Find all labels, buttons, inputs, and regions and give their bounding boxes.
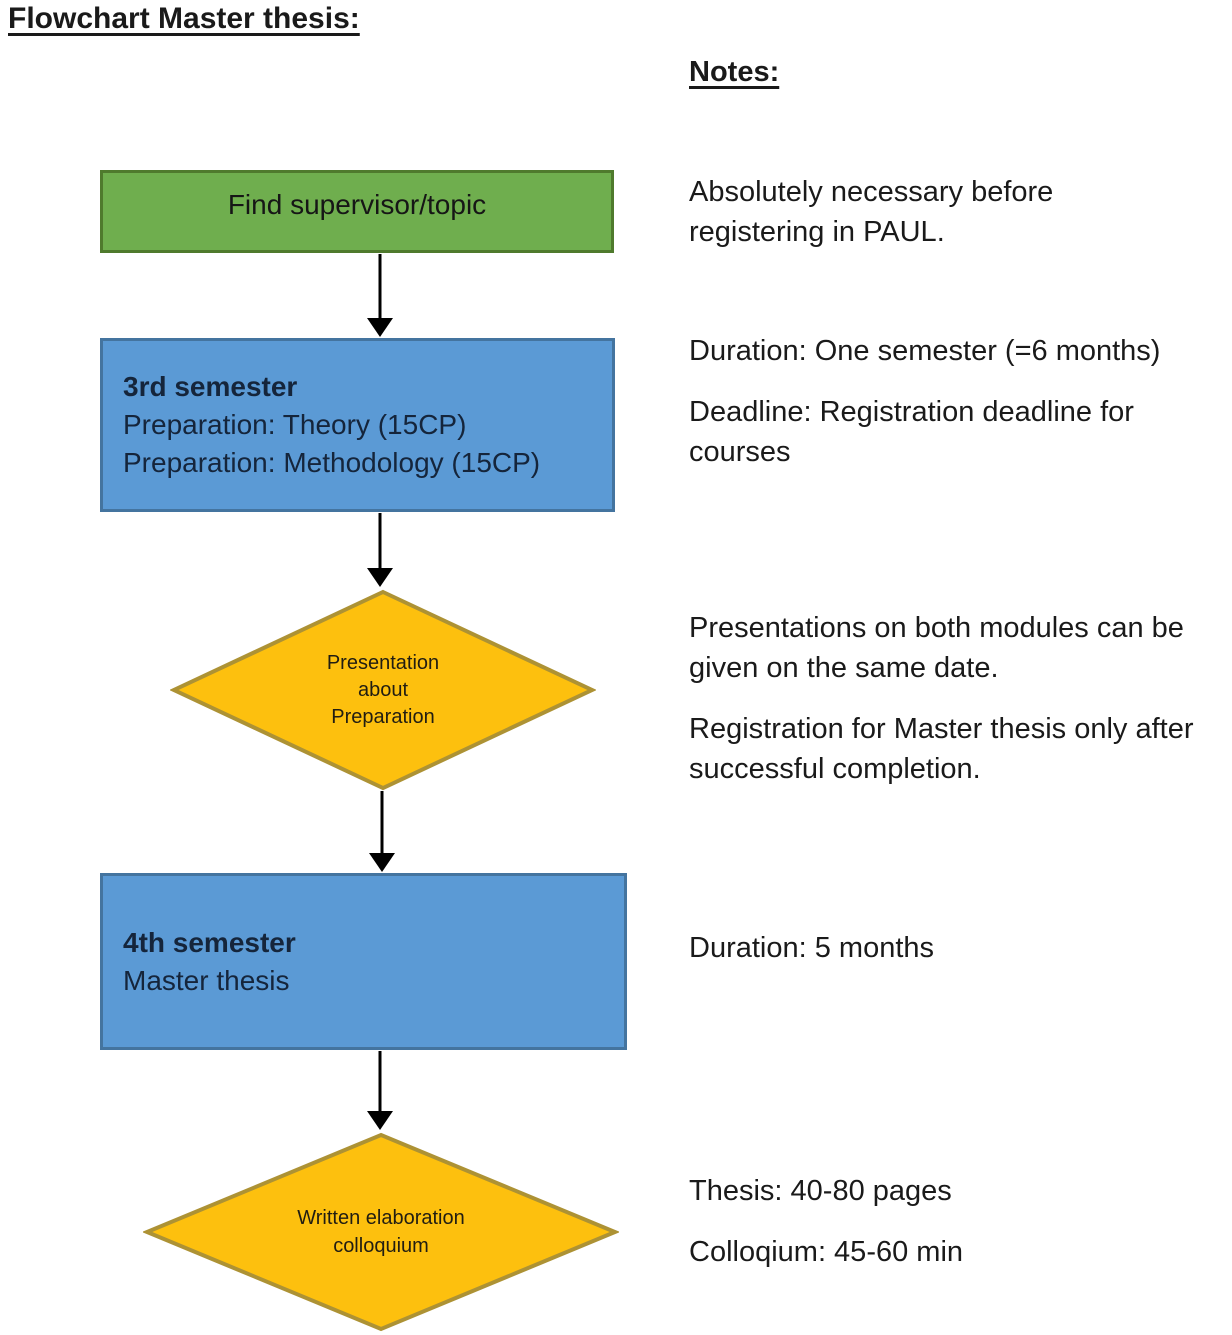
note-4th-semester: Duration: 5 months [689, 928, 1232, 968]
page-title: Flowchart Master thesis: [8, 2, 360, 35]
flow-step-3rd-semester: 3rd semester Preparation: Theory (15CP) … [100, 338, 615, 512]
flow-step-heading: 4th semester [123, 926, 296, 958]
diamond-shape [170, 589, 596, 791]
note-paragraph: Duration: 5 months [689, 932, 935, 964]
flow-arrow-1 [367, 254, 393, 337]
flow-step-line: Preparation: Methodology (15CP) [123, 447, 541, 478]
arrow-head-icon [369, 853, 395, 872]
flow-arrow-3 [369, 791, 395, 872]
arrow-shaft [378, 513, 382, 572]
diamond-shape [143, 1132, 619, 1332]
note-paragraph: Presentations on both modules can be giv… [689, 612, 1184, 684]
arrow-head-icon [367, 568, 393, 587]
flow-step-label: Find supervisor/topic [227, 188, 487, 220]
flow-arrow-4 [367, 1051, 393, 1130]
flow-decision-colloquium [143, 1132, 619, 1332]
arrow-shaft [378, 1051, 382, 1115]
flow-step-line: Preparation: Theory (15CP) [123, 409, 467, 440]
flow-step-line: Master thesis [123, 964, 290, 996]
note-paragraph: Registration for Master thesis only afte… [689, 713, 1194, 785]
note-find-supervisor: Absolutely necessary before registering … [689, 172, 1232, 252]
flow-step-4th-semester: 4th semester Master thesis [100, 873, 627, 1050]
note-3rd-semester: Duration: One semester (=6 months) Deadl… [689, 331, 1232, 472]
arrow-head-icon [367, 1111, 393, 1130]
flow-decision-presentation [170, 589, 596, 791]
note-paragraph: Deadline: Registration deadline for cour… [689, 396, 1134, 468]
arrow-head-icon [367, 318, 393, 337]
arrow-shaft [380, 791, 384, 857]
flow-arrow-2 [367, 513, 393, 587]
note-paragraph: Absolutely necessary before registering … [689, 176, 1054, 248]
note-paragraph: Thesis: 40-80 pages [689, 1175, 952, 1207]
flow-step-find-supervisor: Find supervisor/topic [100, 170, 614, 253]
note-thesis-colloquium: Thesis: 40-80 pages Colloqium: 45-60 min [689, 1171, 1232, 1272]
note-presentation: Presentations on both modules can be giv… [689, 608, 1232, 789]
note-paragraph: Colloqium: 45-60 min [689, 1236, 964, 1268]
arrow-shaft [378, 254, 382, 322]
flow-step-heading: 3rd semester [123, 371, 298, 402]
notes-heading: Notes: [689, 56, 780, 88]
note-paragraph: Duration: One semester (=6 months) [689, 335, 1161, 367]
